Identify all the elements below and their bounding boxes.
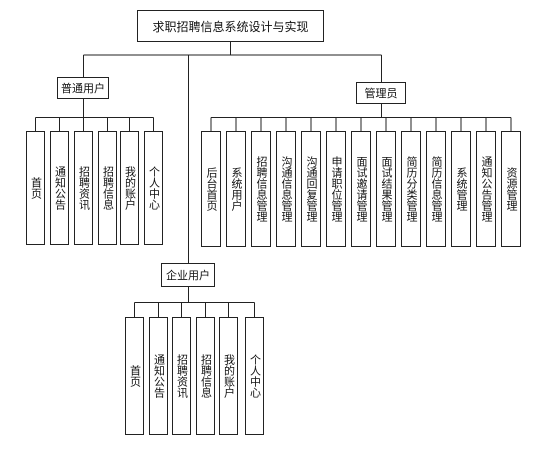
- group-node-company-user: 企业用户: [161, 263, 215, 287]
- group-label-admin: 管理员: [364, 87, 398, 100]
- group-label-normal-user: 普通用户: [61, 82, 105, 95]
- leaf-label: 系统管理: [455, 167, 468, 211]
- leaf-label: 个人中心: [248, 354, 262, 398]
- leaf-node-admin-1: 后台首页: [201, 131, 221, 247]
- leaf-label: 简历分类管理: [405, 156, 418, 222]
- group-node-admin: 管理员: [356, 82, 406, 104]
- leaf-node-admin-5: 沟通回复管理: [301, 131, 321, 247]
- leaf-node-normal-user-1: 首页: [26, 131, 45, 245]
- leaf-label: 后台首页: [205, 167, 218, 211]
- leaf-label: 我的账户: [123, 166, 137, 210]
- leaf-label: 申请职位管理: [330, 156, 343, 222]
- root-node: 求职招聘信息系统设计与实现: [137, 10, 324, 42]
- leaf-node-admin-10: 简历信息管理: [426, 131, 446, 247]
- leaf-node-admin-2: 系统用户: [226, 131, 246, 247]
- leaf-label: 招聘信息: [101, 166, 115, 210]
- leaf-node-admin-6: 申请职位管理: [326, 131, 346, 247]
- leaf-node-normal-user-5: 我的账户: [120, 131, 139, 245]
- leaf-label: 通知公告: [53, 166, 67, 210]
- leaf-node-admin-9: 简历分类管理: [401, 131, 421, 247]
- leaf-label: 招聘信息: [199, 354, 213, 398]
- leaf-label: 简历信息管理: [430, 156, 443, 222]
- leaf-node-normal-user-3: 招聘资讯: [74, 131, 93, 245]
- leaf-label: 我的账户: [222, 354, 236, 398]
- leaf-node-company-user-6: 个人中心: [245, 317, 264, 435]
- leaf-node-normal-user-4: 招聘信息: [98, 131, 117, 245]
- leaf-label: 通知公告: [152, 354, 166, 398]
- leaf-node-company-user-4: 招聘信息: [196, 317, 215, 435]
- leaf-label: 沟通信息管理: [280, 156, 293, 222]
- group-label-company-user: 企业用户: [166, 269, 210, 282]
- root-node-label: 求职招聘信息系统设计与实现: [152, 19, 309, 34]
- leaf-node-admin-11: 系统管理: [451, 131, 471, 247]
- group-node-normal-user: 普通用户: [57, 77, 109, 99]
- leaf-node-normal-user-6: 个人中心: [144, 131, 163, 245]
- leaf-label: 面试结果管理: [380, 156, 393, 222]
- leaf-node-company-user-3: 招聘资讯: [172, 317, 191, 435]
- leaf-node-admin-3: 招聘信息管理: [251, 131, 271, 247]
- leaf-node-admin-13: 资源管理: [501, 131, 521, 247]
- leaf-node-normal-user-2: 通知公告: [50, 131, 69, 245]
- leaf-node-admin-8: 面试结果管理: [376, 131, 396, 247]
- leaf-node-company-user-1: 首页: [125, 317, 144, 435]
- leaf-label: 系统用户: [230, 167, 243, 211]
- leaf-label: 资源管理: [505, 167, 518, 211]
- leaf-label: 招聘资讯: [175, 354, 189, 398]
- leaf-node-company-user-2: 通知公告: [149, 317, 168, 435]
- leaf-label: 首页: [128, 365, 142, 387]
- leaf-node-admin-4: 沟通信息管理: [276, 131, 296, 247]
- leaf-label: 首页: [29, 177, 43, 199]
- leaf-label: 面试邀请管理: [355, 156, 368, 222]
- leaf-label: 个人中心: [147, 166, 161, 210]
- leaf-node-company-user-5: 我的账户: [219, 317, 238, 435]
- leaf-label: 招聘资讯: [77, 166, 91, 210]
- leaf-label: 招聘信息管理: [255, 156, 268, 222]
- leaf-label: 沟通回复管理: [305, 156, 318, 222]
- leaf-node-admin-12: 通知公告管理: [476, 131, 496, 247]
- leaf-node-admin-7: 面试邀请管理: [351, 131, 371, 247]
- leaf-label: 通知公告管理: [480, 156, 493, 222]
